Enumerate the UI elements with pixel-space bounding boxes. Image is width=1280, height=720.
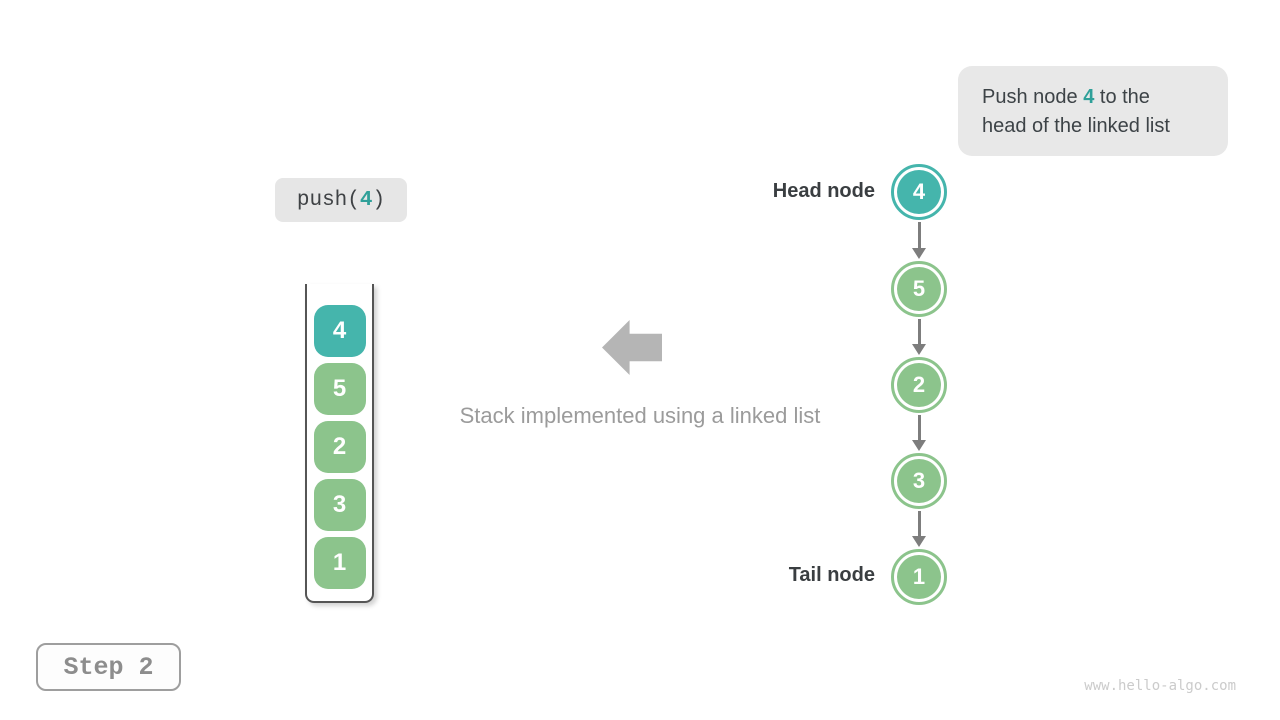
callout-line-1: Push node 4 to the — [982, 83, 1204, 112]
push-arg-value: 4 — [359, 188, 373, 212]
stack-cell: 1 — [313, 537, 366, 589]
arrow-down-icon — [912, 415, 926, 451]
push-call-text: push( — [296, 188, 360, 212]
diagram-caption: Stack implemented using a linked list — [459, 403, 821, 428]
linked-list-node: 1 — [891, 549, 947, 605]
callout-bubble: Push node 4 to the head of the linked li… — [958, 66, 1228, 156]
callout-line-2: head of the linked list — [982, 115, 1170, 137]
stack-cell: 5 — [313, 363, 366, 415]
callout-text: Push node — [982, 86, 1084, 108]
stack-cell: 3 — [313, 479, 366, 531]
stack-cell: 4 — [313, 305, 366, 357]
tail-node-label: Tail node — [788, 564, 875, 586]
left-block-arrow-icon — [602, 320, 662, 375]
callout-text: to the — [1094, 86, 1150, 108]
node-value: 1 — [897, 555, 941, 599]
linked-list-node: 3 — [891, 453, 947, 509]
linked-list-node: 4 — [891, 164, 947, 220]
stack-container: 4 5 2 3 1 — [305, 284, 374, 603]
head-node-label: Head node — [772, 180, 875, 202]
callout-highlight-value: 4 — [1083, 86, 1095, 108]
stack-cell: 2 — [313, 421, 366, 473]
step-badge: Step 2 — [36, 643, 181, 691]
push-operation-label: push(4) — [275, 178, 407, 222]
push-call-text: ) — [372, 188, 386, 212]
arrow-down-icon — [912, 222, 926, 259]
node-value: 3 — [897, 459, 941, 503]
arrow-down-icon — [912, 319, 926, 355]
node-value: 5 — [897, 267, 941, 311]
linked-list-node: 5 — [891, 261, 947, 317]
arrow-down-icon — [912, 511, 926, 547]
node-value: 2 — [897, 363, 941, 407]
watermark: www.hello-algo.com — [1084, 678, 1236, 694]
node-value: 4 — [897, 170, 941, 214]
linked-list-node: 2 — [891, 357, 947, 413]
